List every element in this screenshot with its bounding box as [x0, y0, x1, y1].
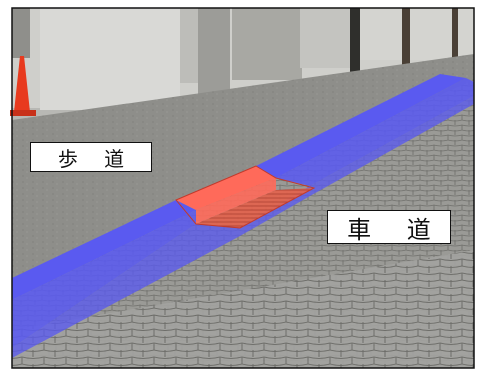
inlet-face [196, 178, 276, 224]
curb-gutter [12, 96, 474, 358]
curb-top [256, 74, 466, 178]
tree-trunk [402, 8, 410, 78]
tree-trunk [452, 8, 458, 58]
inlet-outline [175, 165, 316, 229]
curb-face [276, 78, 474, 186]
wall-vent [12, 8, 30, 58]
traffic-cone [14, 56, 30, 112]
storm-inlet-highlight [175, 165, 316, 229]
photo-frame [11, 7, 475, 369]
building-column [232, 8, 302, 80]
curb-face [12, 210, 196, 348]
dark-post [350, 8, 360, 104]
traffic-cone-base [10, 110, 36, 116]
building-column [40, 8, 180, 110]
inlet-top [176, 166, 276, 210]
sidewalk-label: 歩 道 [30, 142, 152, 172]
inlet-grate [196, 188, 314, 228]
curb-highlight [12, 74, 474, 358]
roadway-label: 車 道 [327, 210, 451, 244]
curb-top [12, 200, 196, 300]
roadway-surface-near [12, 250, 474, 368]
